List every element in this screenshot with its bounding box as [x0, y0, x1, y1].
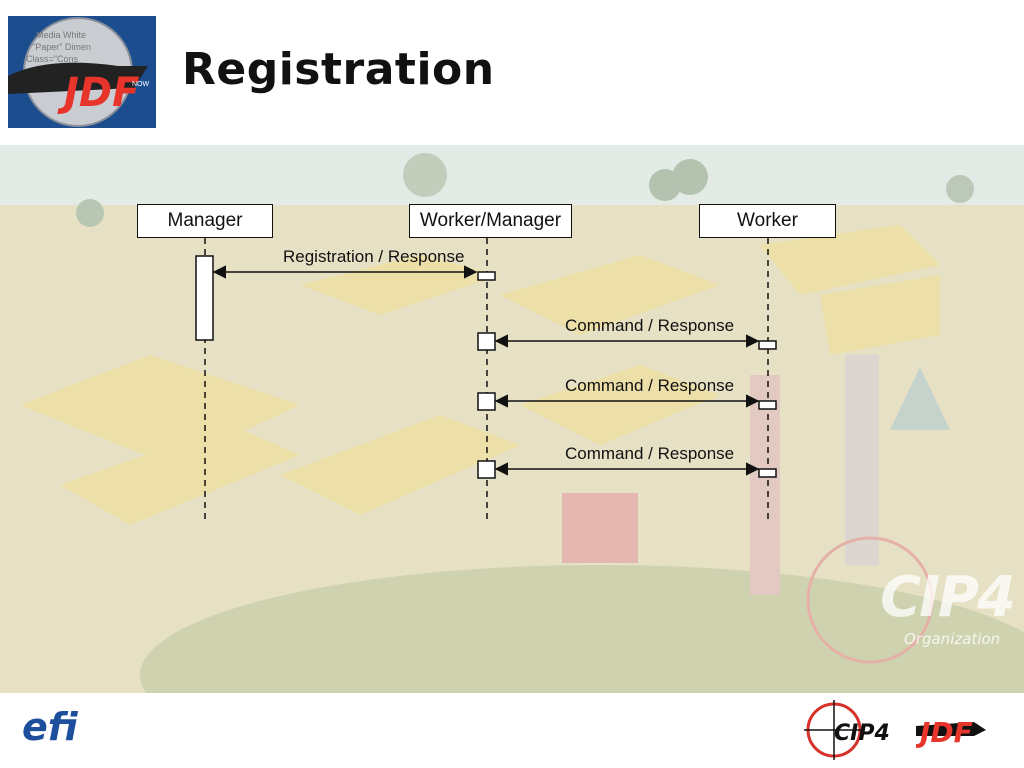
svg-text:Class="Cons: Class="Cons [26, 54, 78, 64]
jdf-small-logo-text: JDF [916, 716, 973, 748]
efi-logo-text: efi [22, 708, 79, 748]
activation-manager [195, 255, 214, 341]
activation-wm-3 [477, 392, 496, 411]
activation-worker-3 [758, 468, 777, 478]
activation-wm-1 [477, 271, 496, 281]
lane-manager: Manager [137, 204, 273, 238]
cip4-logo-text: CIP4 [834, 721, 890, 746]
svg-text:"Paper" Dimen: "Paper" Dimen [32, 42, 91, 52]
activation-worker-1 [758, 340, 777, 350]
message-label-command-3: Command / Response [565, 444, 735, 463]
jdf-logo-text: JDF [57, 70, 139, 116]
lane-worker: Worker [699, 204, 836, 238]
cip4-watermark-subtitle: Organization [904, 630, 1001, 648]
message-label-command-1: Command / Response [565, 316, 735, 335]
svg-text:Media White: Media White [36, 30, 86, 40]
activation-worker-2 [758, 400, 777, 410]
page-title: Registration [182, 44, 495, 95]
svg-text:NOW: NOW [132, 81, 150, 88]
lane-worker-manager-label: Worker/Manager [419, 210, 562, 231]
activation-wm-4 [477, 460, 496, 479]
cip4-watermark: CIP4 [880, 565, 1016, 630]
cip4-logo: CIP4 [800, 700, 896, 767]
activation-wm-2 [477, 332, 496, 351]
lane-manager-label: Manager [167, 210, 243, 231]
message-label-command-2: Command / Response [565, 376, 735, 395]
lane-worker-label: Worker [737, 210, 798, 231]
jdf-logo: Media White "Paper" Dimen Class="Cons JD… [8, 16, 156, 128]
lane-worker-manager: Worker/Manager [409, 204, 572, 238]
efi-logo: efi [22, 705, 94, 753]
message-label-registration: Registration / Response [283, 247, 465, 266]
jdf-small-logo: JDF [915, 708, 988, 753]
